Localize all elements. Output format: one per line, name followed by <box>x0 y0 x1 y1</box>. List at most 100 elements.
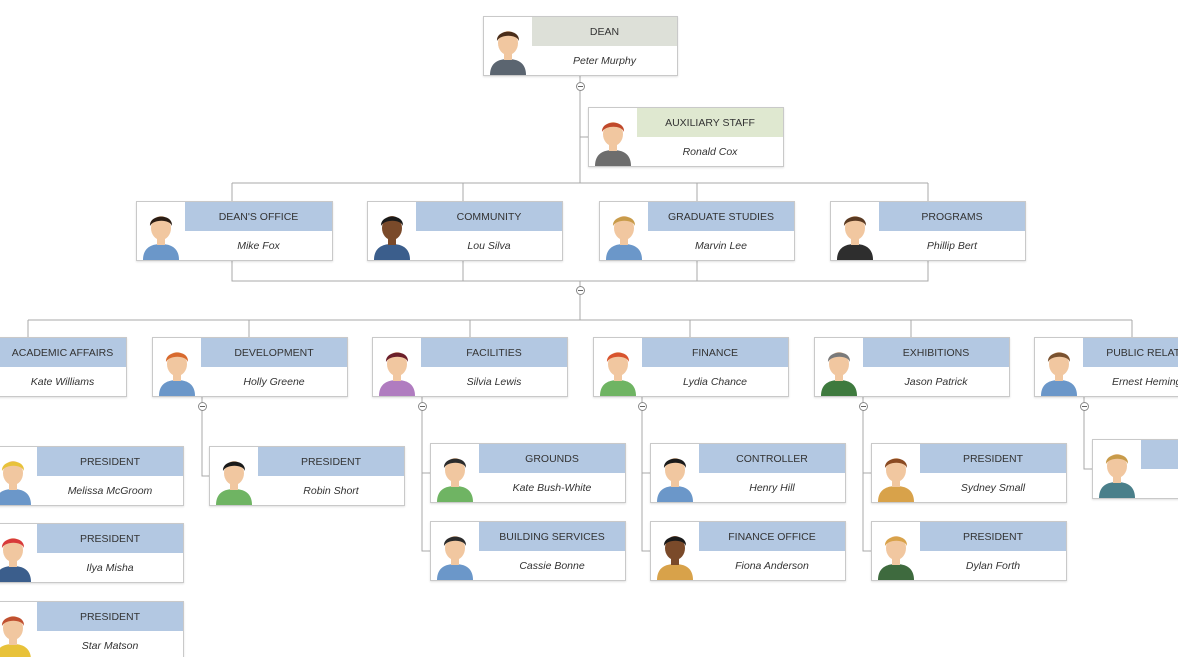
node-card-pres-star[interactable]: PRESIDENT Star Matson <box>0 601 184 657</box>
collapse-toggle-dean[interactable] <box>576 82 585 91</box>
node-title: COMMUNITY <box>416 202 562 231</box>
node-title: PRESIDENT <box>37 602 183 631</box>
node-card-finance-office[interactable]: FINANCE OFFICE Fiona Anderson <box>650 521 846 581</box>
node-person-name: Ernest Hemingway <box>1111 375 1178 388</box>
node-person-name: Peter Murphy <box>572 54 637 67</box>
node-person-name: Lou Silva <box>467 239 511 252</box>
node-person-name: Marvin Lee <box>695 239 747 252</box>
avatar-icon <box>0 447 37 505</box>
node-title: FINANCE <box>642 338 788 367</box>
node-title: PRESIDENT <box>920 444 1066 473</box>
node-title: AUXILIARY STAFF <box>637 108 783 137</box>
node-person-name: Henry Hill <box>749 481 795 494</box>
node-title: BUILDING SERVICES <box>479 522 625 551</box>
avatar-icon <box>431 444 479 502</box>
avatar-icon <box>651 444 699 502</box>
avatar-icon <box>1093 440 1141 498</box>
node-person-name: Lydia Chance <box>682 375 748 388</box>
collapse-toggle-development[interactable] <box>198 402 207 411</box>
node-card-academic[interactable]: ACADEMIC AFFAIRS Kate Williams <box>0 337 127 397</box>
avatar-icon <box>373 338 421 396</box>
avatar-icon <box>589 108 637 166</box>
node-title: DEAN <box>532 17 677 46</box>
node-card-dean[interactable]: DEAN Peter Murphy <box>483 16 678 76</box>
avatar-icon <box>431 522 479 580</box>
node-title: DEAN'S OFFICE <box>185 202 332 231</box>
node-title: DEVELOPMENT <box>201 338 347 367</box>
collapse-toggle-finance[interactable] <box>638 402 647 411</box>
node-card-aux[interactable]: AUXILIARY STAFF Ronald Cox <box>588 107 784 167</box>
avatar-icon <box>831 202 879 260</box>
node-person-name <box>1141 469 1178 498</box>
node-card-grounds[interactable]: GROUNDS Kate Bush-White <box>430 443 626 503</box>
node-person-name: Cassie Bonne <box>519 559 585 572</box>
node-card-pres-sydney[interactable]: PRESIDENT Sydney Small <box>871 443 1067 503</box>
node-card-development[interactable]: DEVELOPMENT Holly Greene <box>152 337 348 397</box>
node-title: ACADEMIC AFFAIRS <box>0 338 126 367</box>
node-title: PUBLIC RELATIONS <box>1083 338 1178 367</box>
node-card-public[interactable]: PUBLIC RELATIONS Ernest Hemingway <box>1034 337 1178 397</box>
node-card-pres-dylan[interactable]: PRESIDENT Dylan Forth <box>871 521 1067 581</box>
avatar-icon <box>872 444 920 502</box>
avatar-icon <box>484 17 532 75</box>
node-card-pres-melissa[interactable]: PRESIDENT Melissa McGroom <box>0 446 184 506</box>
node-person-name: Star Matson <box>81 639 139 652</box>
node-person-name: Robin Short <box>303 484 359 497</box>
node-card-pr-child[interactable] <box>1092 439 1178 499</box>
node-title: PRESIDENT <box>258 447 404 476</box>
avatar-icon <box>815 338 863 396</box>
node-person-name: Melissa McGroom <box>67 484 153 497</box>
node-card-finance[interactable]: FINANCE Lydia Chance <box>593 337 789 397</box>
node-card-exhibitions[interactable]: EXHIBITIONS Jason Patrick <box>814 337 1010 397</box>
node-card-pres-robin[interactable]: PRESIDENT Robin Short <box>209 446 405 506</box>
node-person-name: Ronald Cox <box>682 145 738 158</box>
avatar-icon <box>368 202 416 260</box>
node-title: PRESIDENT <box>920 522 1066 551</box>
node-person-name: Silvia Lewis <box>466 375 522 388</box>
node-title: CONTROLLER <box>699 444 845 473</box>
node-person-name: Mike Fox <box>237 239 280 252</box>
node-person-name: Ilya Misha <box>86 561 134 574</box>
node-card-graduate[interactable]: GRADUATE STUDIES Marvin Lee <box>599 201 795 261</box>
node-card-facilities[interactable]: FACILITIES Silvia Lewis <box>372 337 568 397</box>
node-title: FINANCE OFFICE <box>699 522 845 551</box>
avatar-icon <box>651 522 699 580</box>
node-title: GROUNDS <box>479 444 625 473</box>
node-card-programs[interactable]: PROGRAMS Phillip Bert <box>830 201 1026 261</box>
avatar-icon <box>0 524 37 582</box>
avatar-icon <box>594 338 642 396</box>
collapse-toggle-facilities[interactable] <box>418 402 427 411</box>
collapse-toggle-level1[interactable] <box>576 286 585 295</box>
avatar-icon <box>600 202 648 260</box>
avatar-icon <box>872 522 920 580</box>
node-title: GRADUATE STUDIES <box>648 202 794 231</box>
node-person-name: Kate Williams <box>30 375 95 388</box>
node-title: EXHIBITIONS <box>863 338 1009 367</box>
collapse-toggle-public-relations[interactable] <box>1080 402 1089 411</box>
node-card-building[interactable]: BUILDING SERVICES Cassie Bonne <box>430 521 626 581</box>
node-title: PRESIDENT <box>37 524 183 553</box>
collapse-toggle-exhibitions[interactable] <box>859 402 868 411</box>
node-person-name: Holly Greene <box>243 375 305 388</box>
node-person-name: Phillip Bert <box>926 239 978 252</box>
node-person-name: Kate Bush-White <box>512 481 592 494</box>
node-card-deans-office[interactable]: DEAN'S OFFICE Mike Fox <box>136 201 333 261</box>
avatar-icon <box>210 447 258 505</box>
node-person-name: Dylan Forth <box>965 559 1021 572</box>
avatar-icon <box>0 602 37 657</box>
node-card-controller[interactable]: CONTROLLER Henry Hill <box>650 443 846 503</box>
node-card-pres-ilya[interactable]: PRESIDENT Ilya Misha <box>0 523 184 583</box>
node-person-name: Jason Patrick <box>904 375 968 388</box>
node-title: PRESIDENT <box>37 447 183 476</box>
node-person-name: Sydney Small <box>960 481 1026 494</box>
node-title: PROGRAMS <box>879 202 1025 231</box>
avatar-icon <box>1035 338 1083 396</box>
avatar-icon <box>137 202 185 260</box>
avatar-icon <box>153 338 201 396</box>
node-person-name: Fiona Anderson <box>735 559 809 572</box>
node-card-community[interactable]: COMMUNITY Lou Silva <box>367 201 563 261</box>
node-title <box>1141 440 1178 469</box>
node-title: FACILITIES <box>421 338 567 367</box>
